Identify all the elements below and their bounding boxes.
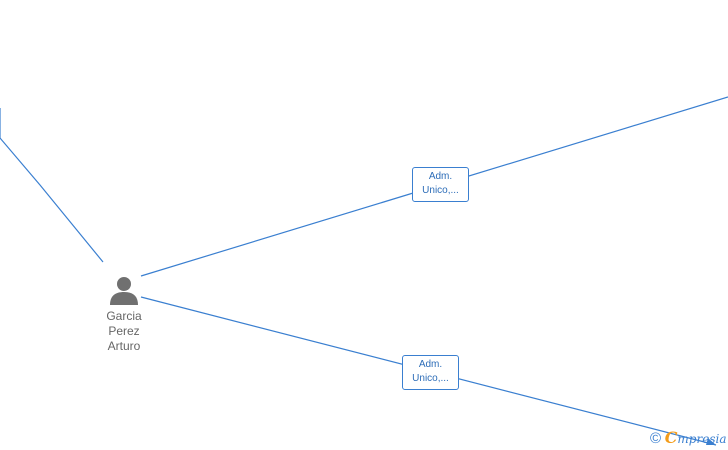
edge-label-upper-line-1: Adm. — [428, 171, 453, 182]
edge-label-lower[interactable]: Adm. Unico,... — [402, 355, 459, 390]
person-name-line-3: Arturo — [107, 339, 141, 353]
person-name: Garcia Perez Arturo — [96, 309, 152, 354]
edge-label-upper[interactable]: Adm. Unico,... — [412, 167, 469, 202]
edge-label-lower-line-2: Unico,... — [412, 373, 449, 384]
edge-upper-left — [0, 137, 104, 263]
person-name-line-1: Garcia — [106, 309, 142, 323]
person-node[interactable]: Garcia Perez Arturo — [96, 276, 152, 354]
brand-name: mpresia — [677, 432, 727, 446]
edge-label-upper-line-2: Unico,... — [422, 185, 459, 196]
empresia-watermark: © Cmpresia — [650, 428, 726, 447]
edge-label-lower-line-1: Adm. — [418, 359, 443, 370]
person-icon — [110, 277, 138, 305]
copyright-icon: © — [650, 430, 662, 447]
brand-initial: C — [664, 428, 678, 447]
person-name-line-2: Perez — [108, 324, 140, 338]
edge-lower-right-arrowhead — [706, 438, 716, 445]
